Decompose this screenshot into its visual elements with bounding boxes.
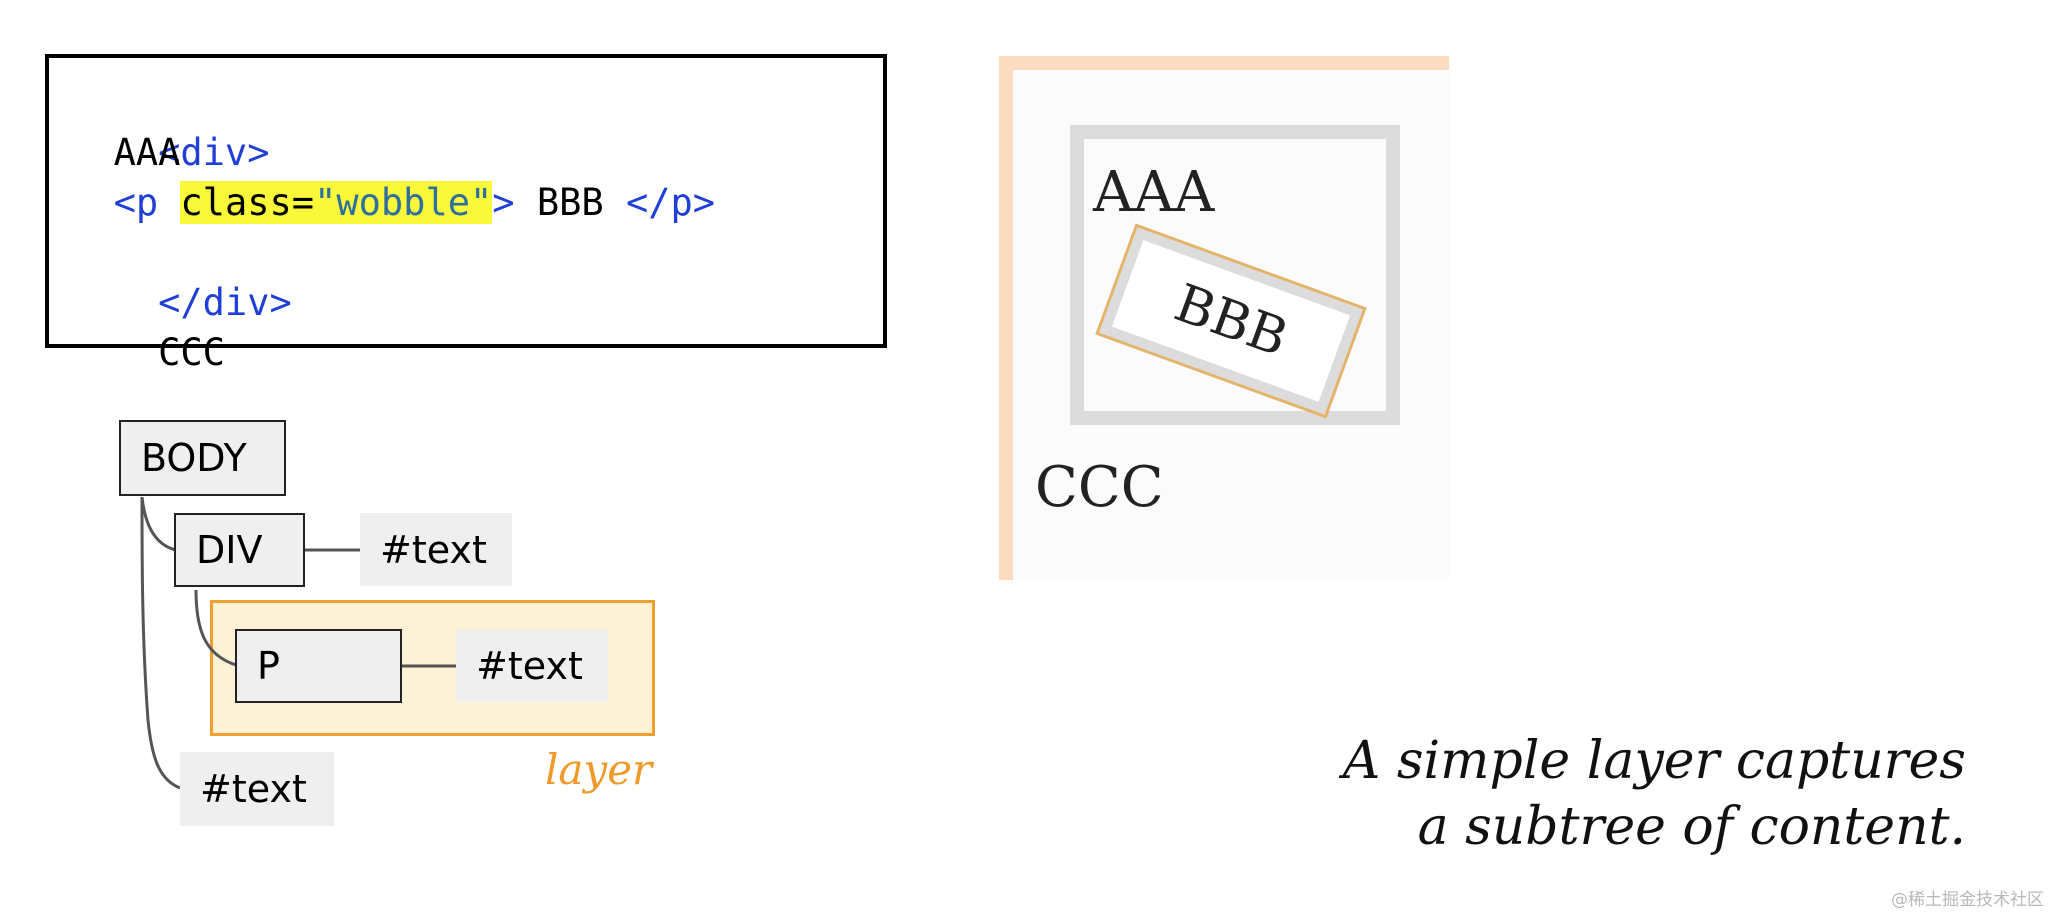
code-line-2: AAA [69,128,181,178]
layer-label: layer [545,745,653,794]
preview-aaa-text: AAA [1093,160,1215,225]
preview-ccc-text: CCC [1035,455,1164,520]
code-attr-name: class= [180,181,315,224]
tree-node-div: DIV [174,513,305,587]
rendered-preview: AAA BBB CCC [999,56,1449,580]
code-line-3: <p class="wobble"> BBB </p> [69,178,715,228]
tree-node-p-text-label: #text [476,644,583,688]
tree-node-p-text: #text [456,630,608,702]
tree-node-p: P [235,629,402,703]
tree-node-div-text-label: #text [380,527,487,572]
caption-line-2: a subtree of content. [1417,797,1966,857]
code-snippet-box: <div> AAA <p class="wobble"> BBB </p> </… [45,54,887,374]
code-aaa-text: AAA [113,131,181,174]
code-class-attribute: class="wobble" [180,181,493,224]
code-attr-value: "wobble" [314,181,493,224]
code-line-4: </div> [69,228,292,324]
tree-node-body-label: BODY [141,436,247,480]
preview-div-box [1070,125,1400,425]
tree-node-p-label: P [257,644,280,688]
code-p-open: <p [113,181,159,224]
connector-body-to-text [140,496,181,790]
caption-line-1: A simple layer captures [1342,731,1966,791]
code-p-end-tag: </p> [625,181,716,224]
preview-bbb-text: BBB [1166,273,1296,369]
code-ccc-text: CCC [158,331,225,374]
tree-node-body-text: #text [180,752,334,826]
tree-node-div-label: DIV [196,528,263,572]
tree-node-body-text-label: #text [200,767,307,811]
connector-div-to-p [194,589,237,667]
code-line-1: <div> [69,78,269,174]
watermark: @稀土掘金技术社区 [1891,890,2044,910]
caption: A simple layer captures a subtree of con… [1343,728,1966,860]
tree-node-div-text: #text [360,513,512,586]
code-p-close-bracket: > [492,181,515,224]
tree-node-body: BODY [119,420,286,496]
code-bbb-text: BBB [514,181,626,224]
code-div-open-tag: <div> [158,131,270,174]
code-div-close-tag: </div> [158,281,292,324]
code-line-5: CCC [69,278,225,374]
connector-body-to-div [140,496,177,552]
